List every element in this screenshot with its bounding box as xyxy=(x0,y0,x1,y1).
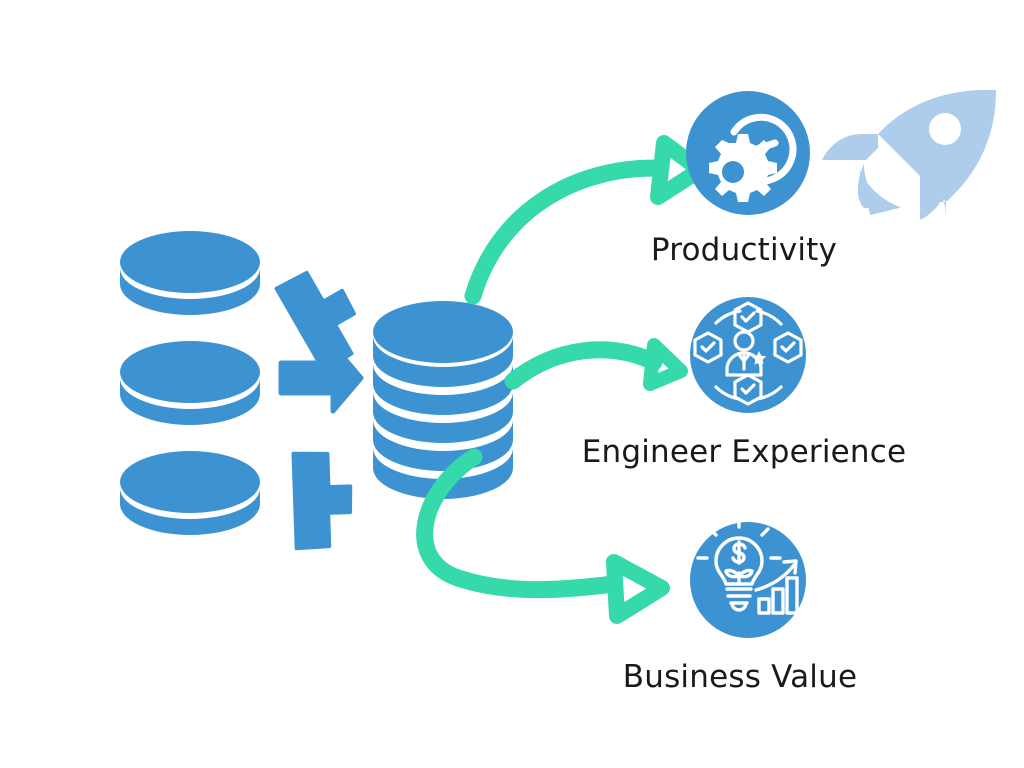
arrow-right-icon xyxy=(278,342,364,414)
hex-badge-right xyxy=(773,331,803,364)
outcome-business-value[interactable]: Business Value xyxy=(623,516,857,695)
outcome-label-productivity: Productivity xyxy=(651,232,837,268)
lightbulb-dollar-growth-icon xyxy=(696,516,799,615)
outcome-label-engineer-experience: Engineer Experience xyxy=(582,434,907,470)
central-data-platform[interactable] xyxy=(373,301,513,499)
hex-badge-left xyxy=(693,331,723,364)
rocket-icon xyxy=(822,89,996,220)
gear-icon xyxy=(709,134,777,202)
person-quality-network-icon xyxy=(693,301,803,406)
source-databases xyxy=(120,231,260,535)
arrow-down-right-icon xyxy=(274,270,356,373)
hex-badge-bottom xyxy=(733,373,763,406)
flow-arrow-engineer-experience xyxy=(504,338,688,391)
star-icon xyxy=(751,351,767,365)
outcome-label-business-value: Business Value xyxy=(623,659,857,695)
source-db-2[interactable] xyxy=(120,341,260,425)
source-db-3[interactable] xyxy=(120,451,260,535)
flow-arrow-productivity xyxy=(464,135,708,305)
arrow-up-right-icon xyxy=(291,451,353,551)
outcome-flow-arrows xyxy=(416,135,708,624)
outcome-engineer-experience[interactable]: Engineer Experience xyxy=(582,297,907,470)
ingest-arrows xyxy=(274,270,364,551)
source-db-1[interactable] xyxy=(120,231,260,315)
flow-arrow-business-value xyxy=(416,448,670,624)
outcome-productivity[interactable]: Productivity xyxy=(651,91,837,268)
